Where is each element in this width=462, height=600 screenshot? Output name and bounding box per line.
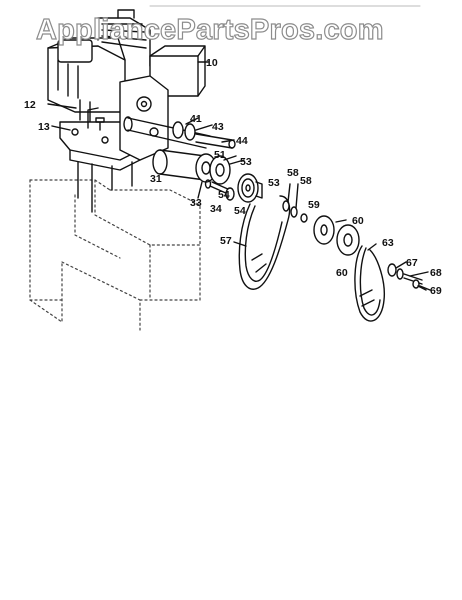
callout-59: 59 <box>308 199 320 211</box>
leader-53a <box>229 159 245 165</box>
callout-44: 44 <box>236 135 248 147</box>
leader-60a <box>335 219 347 223</box>
callout-58-lower: 58 <box>300 175 312 187</box>
callout-68: 68 <box>430 267 442 279</box>
bolt-34 <box>204 179 231 195</box>
leader-41 <box>185 117 199 125</box>
callout-60-lower: 60 <box>336 267 348 279</box>
callout-63: 63 <box>382 237 394 249</box>
leader-12 <box>47 103 77 109</box>
leader-43 <box>195 124 213 131</box>
callout-53-lower: 53 <box>268 177 280 189</box>
callout-31: 31 <box>150 173 162 185</box>
leader-57 <box>233 241 247 247</box>
pulley-60 <box>313 215 360 256</box>
callout-57: 57 <box>220 235 232 247</box>
belt-57 <box>238 195 291 290</box>
callout-54-lower: 54 <box>234 205 246 217</box>
leader-63 <box>367 243 377 251</box>
callout-69: 69 <box>430 285 442 297</box>
callout-53-upper: 53 <box>240 156 252 168</box>
gearbox <box>119 75 169 161</box>
auger-pulley <box>152 149 231 185</box>
site-watermark: AppliancePartsPros.com <box>35 13 384 46</box>
callout-34: 34 <box>210 203 222 215</box>
leader-68 <box>409 271 429 277</box>
leader-69 <box>419 285 431 291</box>
spacers-58-59 <box>282 183 308 223</box>
drive-shaft <box>123 116 236 149</box>
callout-43: 43 <box>212 121 224 133</box>
callout-54-upper: 54 <box>218 189 230 201</box>
callout-12: 12 <box>24 99 36 111</box>
spacer-54 <box>225 187 235 201</box>
leader-51 <box>223 155 237 161</box>
leader-67 <box>395 261 407 269</box>
belt-63 <box>354 245 386 322</box>
callout-13: 13 <box>38 121 50 133</box>
callout-33: 33 <box>190 197 202 209</box>
housing-outline <box>29 179 201 331</box>
callout-41: 41 <box>190 113 202 125</box>
leader-33 <box>197 181 203 199</box>
callout-58-upper: 58 <box>287 167 299 179</box>
callout-51: 51 <box>214 149 226 161</box>
leader-44 <box>221 139 235 143</box>
callout-60-upper: 60 <box>352 215 364 227</box>
drive-pulley-53 <box>237 173 263 203</box>
mount-bolts <box>77 107 133 213</box>
callout-10: 10 <box>206 57 218 69</box>
bolt-assembly-67-69 <box>387 263 427 291</box>
leader-13 <box>51 125 71 131</box>
callout-67: 67 <box>406 257 418 269</box>
